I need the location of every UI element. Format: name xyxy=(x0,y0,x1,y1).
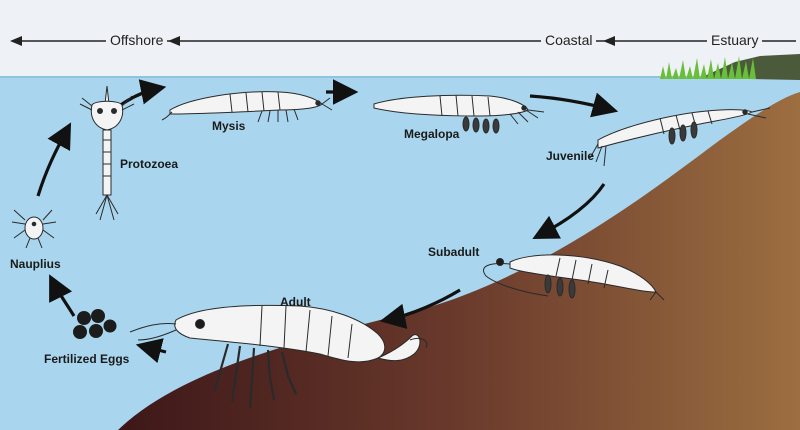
vegetation xyxy=(660,56,756,79)
stage-label-juvenile: Juvenile xyxy=(546,149,595,163)
arrow-adult-to-eggs xyxy=(135,338,167,364)
megalopa-illustration xyxy=(373,94,545,134)
juvenile-illustration xyxy=(589,107,771,167)
zone-arrow-coastal-head xyxy=(603,36,615,46)
protozoea-illustration xyxy=(79,85,135,221)
arrow-eggs-to-nauplius xyxy=(49,274,76,317)
adult-illustration xyxy=(129,304,428,409)
arrow-protozoea-to-mysis xyxy=(117,79,167,109)
nauplius-illustration xyxy=(11,209,57,249)
zone-label-coastal: Coastal xyxy=(541,31,597,49)
zone-arrow-offshore-head xyxy=(168,36,180,46)
mysis-illustration xyxy=(161,91,333,123)
stage-label-fertilized-eggs: Fertilized Eggs xyxy=(44,352,130,366)
stage-label-nauplius: Nauplius xyxy=(10,257,61,271)
subadult-illustration xyxy=(483,254,665,301)
arrow-subadult-to-adult xyxy=(379,288,461,329)
zone-label-offshore: Offshore xyxy=(106,31,168,49)
arrow-juvenile-to-subadult xyxy=(532,183,606,239)
stage-label-megalopa: Megalopa xyxy=(404,127,460,141)
stage-label-protozoea: Protozoea xyxy=(120,157,179,171)
fertilized-eggs-illustration xyxy=(73,309,117,339)
stage-label-mysis: Mysis xyxy=(212,119,246,133)
arrow-megalopa-to-juvenile xyxy=(529,92,619,118)
zone-label-estuary: Estuary xyxy=(707,31,763,49)
stage-label-subadult: Subadult xyxy=(428,245,480,259)
stage-label-adult: Adult xyxy=(280,295,311,309)
arrow-nauplius-to-protozoea xyxy=(36,122,72,197)
